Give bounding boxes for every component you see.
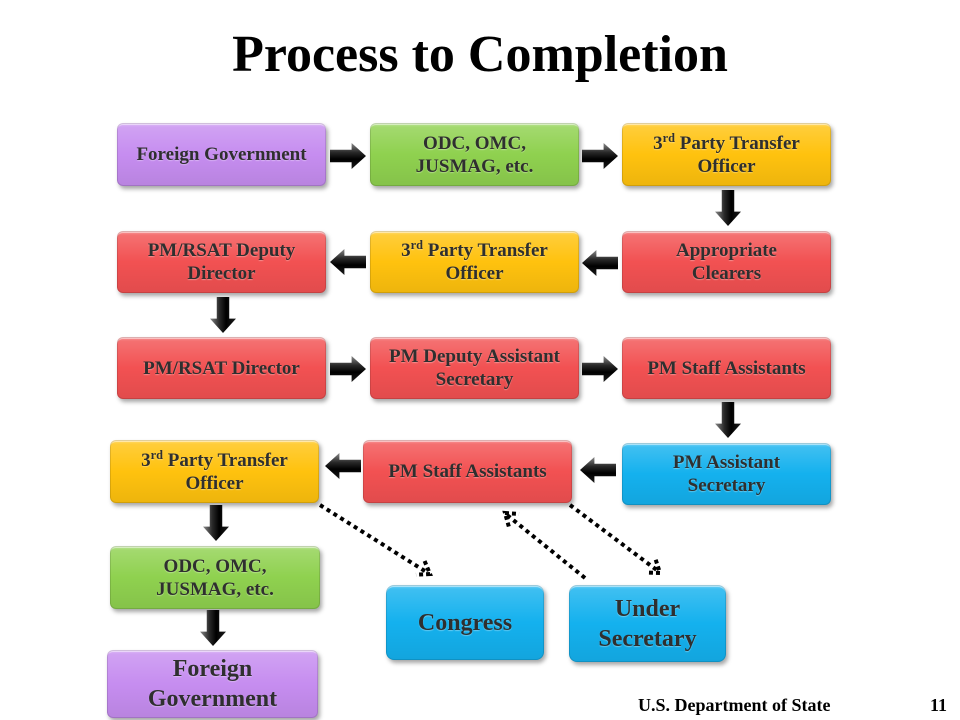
- box-third-party-transfer-officer: 3rd Party Transfer Officer: [370, 231, 579, 293]
- box-pm-staff-assistants: PM Staff Assistants: [622, 337, 831, 399]
- box-odc-omc-jusmag: ODC, OMC, JUSMAG, etc.: [370, 123, 579, 186]
- dotted-arrow-to-congress: [318, 503, 433, 577]
- box-label: Under Secretary: [598, 595, 697, 652]
- box-rsat-deputy-director: PM/RSAT Deputy Director: [117, 231, 326, 293]
- label-text: Party Transfer Officer: [427, 240, 548, 284]
- flow-arrow-down: [715, 190, 741, 226]
- flow-arrow-down: [203, 505, 229, 541]
- footer-organization: U.S. Department of State: [638, 695, 831, 715]
- page-number: 11: [930, 695, 948, 715]
- ordinal-suffix: rd: [150, 447, 163, 462]
- flow-arrow-down: [200, 610, 226, 646]
- dotted-arrow-to-under-secretary: [568, 503, 663, 576]
- box-label: Foreign Government: [136, 144, 307, 165]
- ordinal-number: 3: [141, 449, 151, 471]
- dotted-arrow-from-under-secretary: [502, 510, 587, 580]
- box-label: PM Assistant Secretary: [672, 452, 781, 496]
- flow-arrow-left: [330, 249, 366, 275]
- box-foreign-government-final: Foreign Government: [107, 650, 318, 718]
- flow-arrow-left: [582, 250, 618, 276]
- box-label: Appropriate Clearers: [676, 240, 777, 284]
- label-text: Party Transfer Officer: [679, 132, 800, 177]
- box-pm-deputy-assistant-secretary: PM Deputy Assistant Secretary: [370, 337, 579, 399]
- flow-arrow-left: [580, 457, 616, 483]
- flow-arrow-right: [330, 356, 366, 382]
- box-under-secretary: Under Secretary: [569, 585, 726, 662]
- flow-arrow-right: [330, 143, 366, 169]
- box-label: PM/RSAT Director: [143, 357, 300, 379]
- box-pm-staff-assistants: PM Staff Assistants: [363, 440, 572, 503]
- box-label: 3rd Party Transfer Officer: [380, 239, 569, 285]
- flow-arrow-right: [582, 356, 618, 382]
- flow-arrow-down: [715, 402, 741, 438]
- box-label: Foreign Government: [147, 656, 278, 712]
- label-text: Party Transfer Officer: [167, 449, 288, 494]
- flow-arrow-left: [325, 453, 361, 479]
- box-label: 3rd Party Transfer Officer: [632, 132, 821, 178]
- ordinal-suffix: rd: [662, 130, 675, 145]
- box-label: PM Deputy Assistant Secretary: [388, 346, 560, 390]
- box-appropriate-clearers: Appropriate Clearers: [622, 231, 831, 293]
- flow-arrow-right: [582, 143, 618, 169]
- box-label: PM Staff Assistants: [647, 357, 806, 379]
- box-label: PM/RSAT Deputy Director: [147, 240, 296, 284]
- slide-title: Process to Completion: [232, 26, 728, 83]
- box-label: ODC, OMC, JUSMAG, etc.: [415, 132, 534, 177]
- box-label: 3rd Party Transfer Officer: [120, 449, 309, 495]
- box-third-party-transfer-officer: 3rd Party Transfer Officer: [110, 440, 319, 503]
- box-foreign-government: Foreign Government: [117, 123, 326, 186]
- box-odc-omc-jusmag: ODC, OMC, JUSMAG, etc.: [110, 546, 320, 609]
- box-congress: Congress: [386, 585, 544, 660]
- ordinal-number: 3: [401, 240, 411, 261]
- box-label: ODC, OMC, JUSMAG, etc.: [156, 555, 274, 600]
- box-label: Congress: [417, 609, 513, 636]
- box-label: PM Staff Assistants: [388, 461, 547, 482]
- box-pm-assistant-secretary: PM Assistant Secretary: [622, 443, 831, 505]
- box-rsat-director: PM/RSAT Director: [117, 337, 326, 399]
- ordinal-suffix: rd: [410, 238, 423, 253]
- box-third-party-transfer-officer: 3rd Party Transfer Officer: [622, 123, 831, 186]
- ordinal-number: 3: [653, 132, 663, 154]
- flow-arrow-down: [210, 297, 236, 333]
